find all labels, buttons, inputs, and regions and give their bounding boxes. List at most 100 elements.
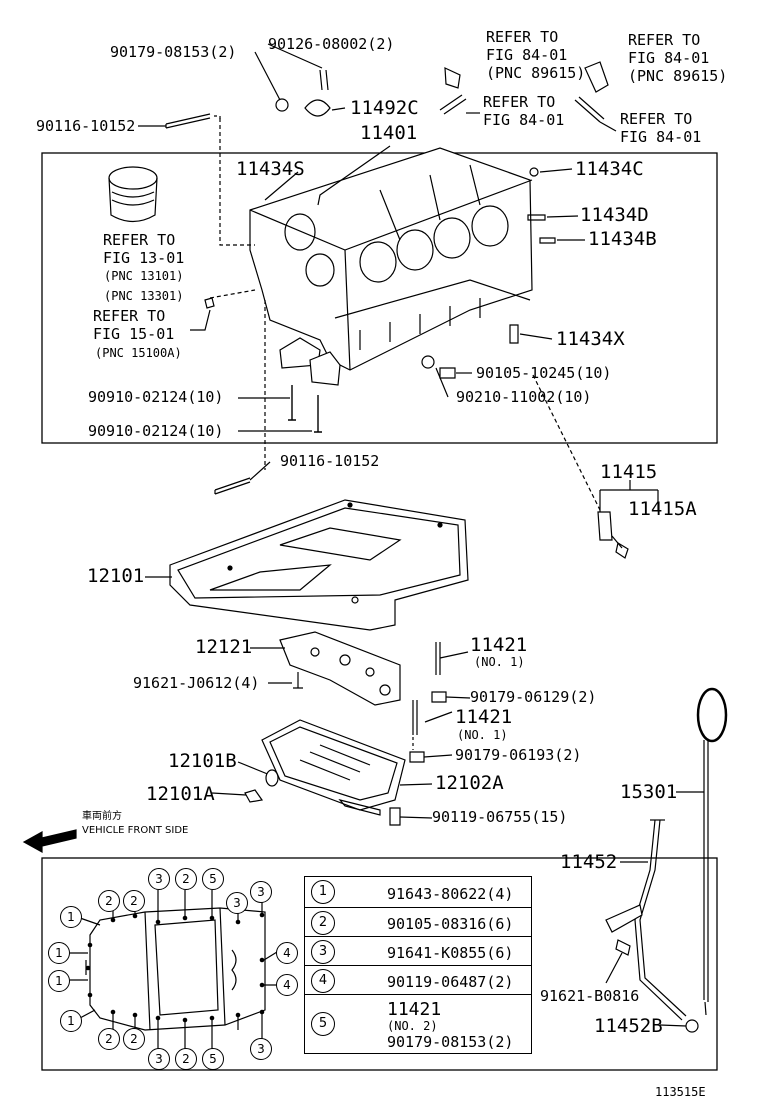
refer-fig-84-d-line1[interactable]: REFER TO bbox=[620, 110, 693, 128]
part-12102A[interactable]: 12102A bbox=[435, 772, 504, 794]
cylinder-block bbox=[249, 147, 533, 371]
refer-fig-84-a-line3: (PNC 89615) bbox=[486, 64, 586, 82]
refer-fig-84-b-line2[interactable]: FIG 84-01 bbox=[628, 49, 710, 67]
legend-num-2: 2 bbox=[311, 911, 335, 935]
part-11421-a[interactable]: 11421 bbox=[470, 634, 528, 656]
part-90126-08002[interactable]: 90126-08002(2) bbox=[268, 35, 395, 53]
part-11434C[interactable]: 11434C bbox=[575, 158, 644, 180]
callout-right-4a: 4 bbox=[276, 942, 298, 964]
legend-row-2[interactable]: 2 90105-08316(6) bbox=[305, 907, 531, 937]
part-11415A[interactable]: 11415A bbox=[628, 498, 697, 520]
part-12121[interactable]: 12121 bbox=[195, 636, 253, 658]
refer-fig-15-line2[interactable]: FIG 15-01 bbox=[93, 325, 175, 343]
dipstick bbox=[696, 687, 728, 1016]
dipstick-guide bbox=[605, 819, 699, 1033]
legend-part-4[interactable]: 90119-06487(2) bbox=[387, 973, 514, 991]
callout-top-2a: 2 bbox=[175, 868, 197, 890]
legend-num-5: 5 bbox=[311, 1012, 335, 1036]
refer-fig-84-c-line1[interactable]: REFER TO bbox=[483, 93, 556, 111]
legend-num-1: 1 bbox=[311, 880, 335, 904]
legend-part-5b[interactable]: 90179-08153(2) bbox=[387, 1033, 514, 1051]
callout-bottom-2b: 2 bbox=[123, 1028, 145, 1050]
legend-num-4: 4 bbox=[311, 969, 335, 993]
callout-top-5: 5 bbox=[202, 868, 224, 890]
part-11434S[interactable]: 11434S bbox=[236, 158, 305, 180]
part-11492C[interactable]: 11492C bbox=[350, 97, 419, 119]
legend-num-3: 3 bbox=[311, 940, 335, 964]
part-90910-02124-a[interactable]: 90910-02124(10) bbox=[88, 388, 224, 406]
piston-illustration bbox=[108, 166, 158, 223]
refer-fig-13-line1[interactable]: REFER TO bbox=[103, 231, 176, 249]
oil-pan-upper bbox=[169, 499, 469, 631]
callout-top-2b: 2 bbox=[98, 890, 120, 912]
part-12101A[interactable]: 12101A bbox=[146, 783, 215, 805]
callout-top-3c: 3 bbox=[226, 892, 248, 914]
part-12101[interactable]: 12101 bbox=[87, 565, 145, 587]
refer-fig-84-a-line2[interactable]: FIG 84-01 bbox=[486, 46, 568, 64]
part-91621-J0612[interactable]: 91621-J0612(4) bbox=[133, 674, 260, 692]
oil-pan-lower bbox=[261, 719, 406, 816]
refer-fig-15-line3: (PNC 15100A) bbox=[95, 346, 182, 360]
callout-top-3b: 3 bbox=[250, 881, 272, 903]
part-11421-b[interactable]: 11421 bbox=[455, 706, 513, 728]
part-12101B[interactable]: 12101B bbox=[168, 750, 237, 772]
part-11434X[interactable]: 11434X bbox=[556, 328, 625, 350]
refer-fig-84-b-line1[interactable]: REFER TO bbox=[628, 31, 701, 49]
legend-part-2[interactable]: 90105-08316(6) bbox=[387, 915, 514, 933]
refer-fig-84-a-line1[interactable]: REFER TO bbox=[486, 28, 559, 46]
refer-fig-13-line3: (PNC 13101) bbox=[104, 269, 184, 283]
pan-top-view bbox=[85, 907, 266, 1031]
part-90116-10152-top[interactable]: 90116-10152 bbox=[36, 117, 136, 135]
part-11434D[interactable]: 11434D bbox=[580, 204, 649, 226]
legend-row-4[interactable]: 4 90119-06487(2) bbox=[305, 965, 531, 995]
part-90179-06193[interactable]: 90179-06193(2) bbox=[455, 746, 582, 764]
callout-bottom-3b: 3 bbox=[250, 1038, 272, 1060]
legend-row-3[interactable]: 3 91641-K0855(6) bbox=[305, 936, 531, 966]
legend-part-5a[interactable]: 11421 bbox=[387, 999, 442, 1020]
legend-part-5a-note: (NO. 2) bbox=[387, 1019, 438, 1033]
callout-left-1b: 1 bbox=[48, 942, 70, 964]
part-91621-B0816[interactable]: 91621-B0816 bbox=[540, 987, 640, 1005]
part-90105-10245[interactable]: 90105-10245(10) bbox=[476, 364, 612, 382]
vehicle-front-jp: 車両前方 bbox=[82, 811, 122, 822]
callout-bottom-3a: 3 bbox=[148, 1048, 170, 1070]
callout-top-3a: 3 bbox=[148, 868, 170, 890]
refer-fig-13-line4: (PNC 13301) bbox=[104, 289, 184, 303]
part-11434B[interactable]: 11434B bbox=[588, 228, 657, 250]
part-11415[interactable]: 11415 bbox=[600, 461, 658, 483]
part-11452[interactable]: 11452 bbox=[560, 851, 618, 873]
refer-fig-13-line2[interactable]: FIG 13-01 bbox=[103, 249, 185, 267]
callout-top-2c: 2 bbox=[123, 890, 145, 912]
callout-bottom-2a: 2 bbox=[98, 1028, 120, 1050]
callout-bottom-5: 5 bbox=[202, 1048, 224, 1070]
part-11421-b-note: (NO. 1) bbox=[457, 728, 508, 742]
baffle-plate bbox=[279, 631, 401, 706]
part-90210-11002[interactable]: 90210-11002(10) bbox=[456, 388, 592, 406]
part-11421-a-note: (NO. 1) bbox=[474, 655, 525, 669]
callout-bottom-2c: 2 bbox=[175, 1048, 197, 1070]
callout-left-1c: 1 bbox=[48, 970, 70, 992]
part-11401[interactable]: 11401 bbox=[360, 122, 418, 144]
part-90910-02124-b[interactable]: 90910-02124(10) bbox=[88, 422, 224, 440]
vehicle-front-en: VEHICLE FRONT SIDE bbox=[82, 825, 189, 836]
refer-fig-84-b-line3: (PNC 89615) bbox=[628, 67, 728, 85]
part-90179-08153[interactable]: 90179-08153(2) bbox=[110, 43, 237, 61]
part-90116-10152-bottom[interactable]: 90116-10152 bbox=[280, 452, 380, 470]
figure-number: 113515E bbox=[655, 1085, 706, 1099]
part-11452B[interactable]: 11452B bbox=[594, 1015, 663, 1037]
refer-fig-84-c-line2[interactable]: FIG 84-01 bbox=[483, 111, 565, 129]
refer-fig-15-line1[interactable]: REFER TO bbox=[93, 307, 166, 325]
callout-left-1a: 1 bbox=[60, 906, 82, 928]
callout-right-4b: 4 bbox=[276, 974, 298, 996]
refer-fig-84-d-line2[interactable]: FIG 84-01 bbox=[620, 128, 702, 146]
part-90179-06129[interactable]: 90179-06129(2) bbox=[470, 688, 597, 706]
part-15301[interactable]: 15301 bbox=[620, 781, 678, 803]
legend-part-3[interactable]: 91641-K0855(6) bbox=[387, 944, 514, 962]
part-90119-06755[interactable]: 90119-06755(15) bbox=[432, 808, 568, 826]
fastener-legend-table: 1 91643-80622(4) 2 90105-08316(6) 3 9164… bbox=[304, 876, 532, 1054]
callout-left-1d: 1 bbox=[60, 1010, 82, 1032]
legend-row-1[interactable]: 1 91643-80622(4) bbox=[305, 877, 531, 907]
legend-part-1[interactable]: 91643-80622(4) bbox=[387, 885, 514, 903]
legend-row-5[interactable]: 5 11421 (NO. 2) 90179-08153(2) bbox=[305, 994, 531, 1052]
